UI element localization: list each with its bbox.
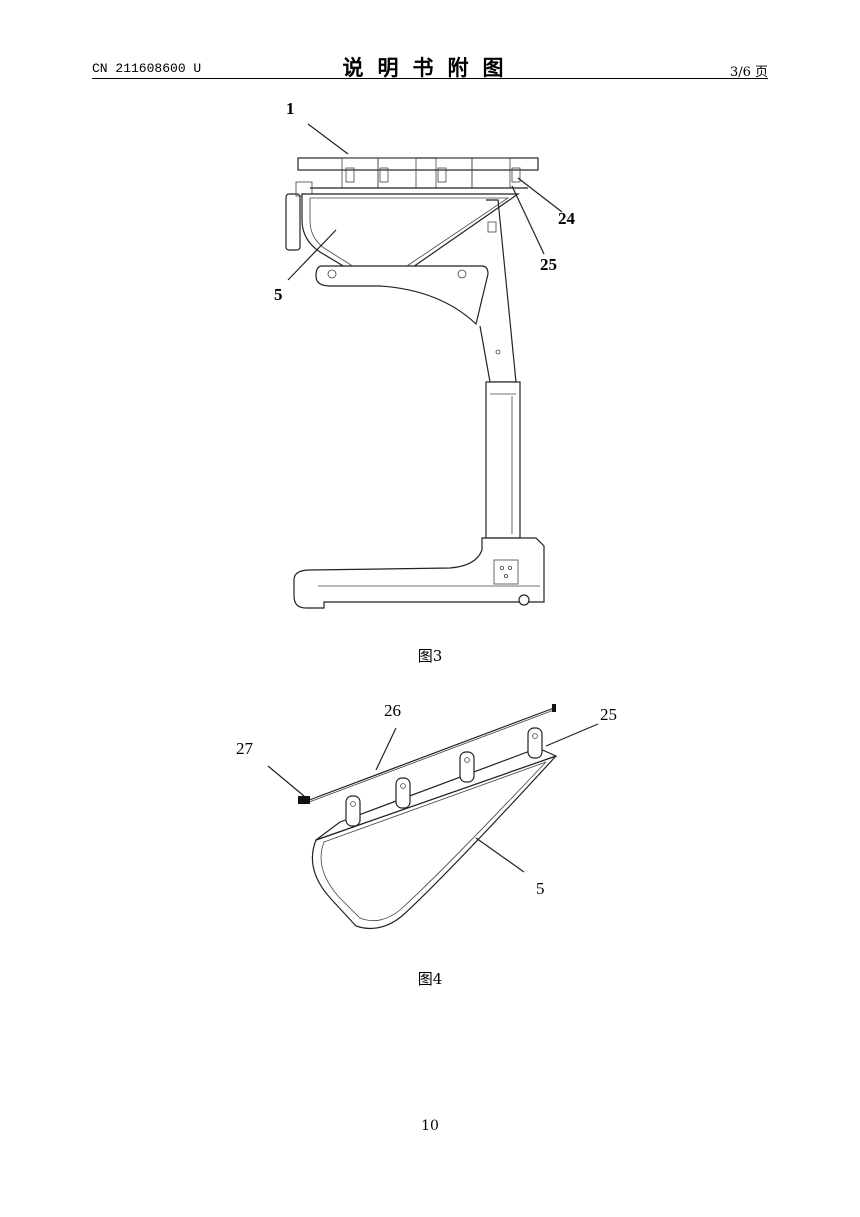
base-foot <box>293 537 545 609</box>
hinge-rod <box>303 707 555 803</box>
wheel <box>518 594 530 606</box>
tray-bracket <box>459 751 475 783</box>
leader-line-24 <box>517 177 563 213</box>
lower-column <box>485 381 521 539</box>
arm-bolt <box>327 269 337 279</box>
rod-end <box>552 704 556 712</box>
page-count: 3/6 页 <box>729 65 768 80</box>
leader-line-25 <box>511 185 545 255</box>
tray-body <box>311 755 557 929</box>
label-1: 1 <box>286 99 295 118</box>
column-clip <box>487 221 497 233</box>
socket-hole <box>507 565 512 570</box>
hinge <box>379 167 389 183</box>
figure-4-drawing: 26 25 27 5 <box>236 701 617 929</box>
hinge <box>345 167 355 183</box>
support-arm <box>315 265 489 326</box>
label-27: 27 <box>236 739 254 758</box>
power-socket <box>493 559 519 585</box>
figure-3-drawing: 1 24 25 5 <box>274 99 576 609</box>
upper-column <box>479 199 517 383</box>
page-number: 10 <box>421 1118 439 1134</box>
leader-line-5 <box>475 837 525 873</box>
bracket-hole <box>464 757 470 763</box>
rod-knob <box>298 796 310 804</box>
desktop-board <box>297 157 539 171</box>
label-24: 24 <box>558 209 576 228</box>
socket-hole <box>503 573 508 578</box>
side-handle <box>285 193 301 251</box>
label-25: 25 <box>540 255 557 274</box>
label-25: 25 <box>600 705 617 724</box>
figure-3-caption: 图3 <box>417 647 443 665</box>
leader-line-5 <box>287 229 337 281</box>
leader-line-27 <box>267 765 305 797</box>
bracket-hole <box>532 733 538 739</box>
tray-bracket <box>527 727 543 759</box>
document-title: 说明书附图 <box>342 55 518 80</box>
label-26: 26 <box>384 701 401 720</box>
page-header: CN 211608600 U 说明书附图 3/6 页 <box>92 52 768 82</box>
hinge-rod-edge <box>303 709 555 805</box>
document-id: CN 211608600 U <box>92 61 202 76</box>
label-5: 5 <box>536 879 545 898</box>
socket-hole <box>499 565 504 570</box>
tray-bracket <box>345 795 361 827</box>
hinge <box>437 167 447 183</box>
rod-spring <box>309 793 325 801</box>
leader-line-1 <box>307 123 349 155</box>
header-rule <box>92 78 768 79</box>
leader-line-26 <box>375 727 397 771</box>
hinge <box>511 167 521 183</box>
leader-line-25 <box>545 723 599 747</box>
figure-4-caption: 图4 <box>417 970 443 988</box>
arm-bolt <box>457 269 467 279</box>
bracket-hole <box>400 783 406 789</box>
bracket-hole <box>350 801 356 807</box>
tray-inner-edge <box>320 761 547 922</box>
tray-bracket <box>395 777 411 809</box>
label-5: 5 <box>274 285 283 304</box>
column-screw <box>495 349 501 355</box>
